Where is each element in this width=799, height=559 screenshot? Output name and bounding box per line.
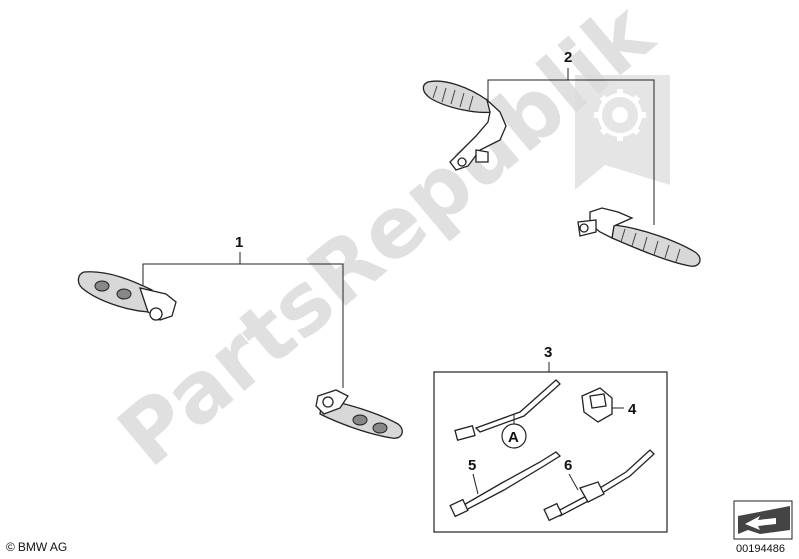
cable-tie-6: 6 xyxy=(543,449,655,522)
clip-part-4: 4 xyxy=(581,387,637,423)
copyright-notice: ©BMW AG xyxy=(6,540,67,554)
callout-group-1: 1 xyxy=(142,234,344,388)
callout-6: 6 xyxy=(564,457,572,474)
callout-group-2: 2 xyxy=(487,49,655,225)
callout-A-label: A xyxy=(508,429,519,446)
footrest-lower-right xyxy=(315,389,403,439)
parts-box xyxy=(433,371,668,533)
gear-icon xyxy=(575,75,670,190)
footrest-lower-left xyxy=(77,271,177,321)
callout-1: 1 xyxy=(235,234,243,251)
cable-harness xyxy=(454,379,561,441)
callout-2: 2 xyxy=(564,49,572,66)
cable-tie-5: 5 xyxy=(449,451,562,518)
callout-5: 5 xyxy=(468,457,476,474)
copyright-symbol: © xyxy=(6,540,15,554)
footrest-upper-right xyxy=(577,207,701,267)
arrow-icon xyxy=(733,500,793,540)
callout-group-3: 3 xyxy=(433,344,668,533)
callout-3: 3 xyxy=(544,344,552,361)
callout-A: A xyxy=(501,423,527,449)
callout-4: 4 xyxy=(628,401,637,418)
footrest-upper-left xyxy=(422,80,507,171)
copyright-text: BMW AG xyxy=(17,540,68,554)
drawing-number: 00194486 xyxy=(736,543,785,555)
